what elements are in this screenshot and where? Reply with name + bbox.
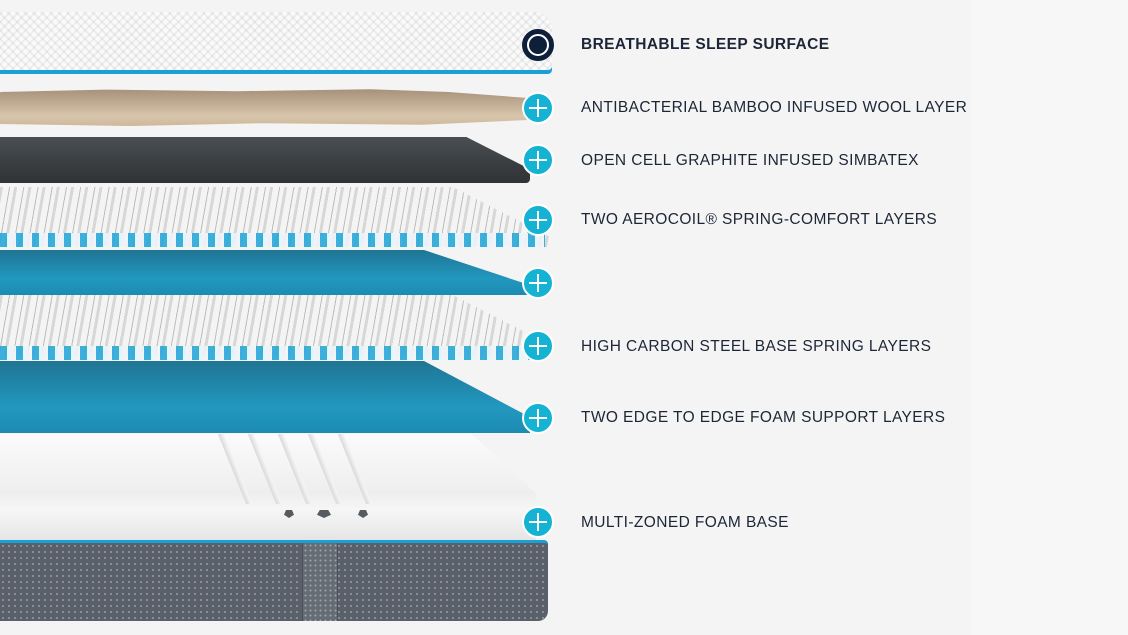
hotspot-breathable-sleep-surface[interactable]: [522, 29, 554, 61]
breathable-sleep-surface-layer: [0, 12, 552, 74]
bamboo-wool-layer: [0, 89, 528, 126]
zone-notch: [284, 510, 294, 518]
plus-icon: [529, 99, 547, 117]
page-background: [970, 0, 1128, 635]
steel-base-coils: [0, 346, 545, 360]
steel-base-spring-layer: [0, 295, 552, 355]
cover-handle-strap: [302, 543, 338, 621]
hotspot-edge-foam-support[interactable]: [522, 402, 554, 434]
layer-label-aerocoil-springs[interactable]: TWO AEROCOIL® SPRING-COMFORT LAYERS: [581, 211, 938, 228]
hotspot-steel-base-springs[interactable]: [522, 330, 554, 362]
layer-label-steel-base-springs[interactable]: HIGH CARBON STEEL BASE SPRING LAYERS: [581, 338, 932, 355]
layer-label-edge-foam-support[interactable]: TWO EDGE TO EDGE FOAM SUPPORT LAYERS: [581, 409, 946, 426]
edge-foam-support-layer: [0, 361, 530, 433]
active-circle-icon: [527, 34, 549, 56]
layer-label-bamboo-wool[interactable]: ANTIBACTERIAL BAMBOO INFUSED WOOL LAYER: [581, 99, 968, 116]
hotspot-multi-zoned-foam-base[interactable]: [522, 506, 554, 538]
layer-label-multi-zoned-foam-base[interactable]: MULTI-ZONED FOAM BASE: [581, 514, 789, 531]
plus-icon: [529, 151, 547, 169]
hotspot-bamboo-wool[interactable]: [522, 92, 554, 124]
mattress-cover: [0, 540, 548, 621]
zone-notch: [358, 510, 368, 518]
hotspot-foam-divider[interactable]: [522, 267, 554, 299]
hotspot-graphite-simbatex[interactable]: [522, 144, 554, 176]
multi-zoned-foam-base-layer: [0, 434, 536, 542]
graphite-simbatex-layer: [0, 137, 530, 183]
foam-divider-layer: [0, 250, 530, 295]
layer-label-graphite-simbatex[interactable]: OPEN CELL GRAPHITE INFUSED SIMBATEX: [581, 152, 919, 169]
hotspot-aerocoil-springs[interactable]: [522, 204, 554, 236]
plus-icon: [529, 513, 547, 531]
aerocoil-coils-top: [0, 233, 545, 247]
zone-notch: [317, 510, 331, 518]
plus-icon: [529, 274, 547, 292]
plus-icon: [529, 211, 547, 229]
layer-label-breathable-sleep-surface[interactable]: BREATHABLE SLEEP SURFACE: [581, 36, 830, 53]
plus-icon: [529, 337, 547, 355]
plus-icon: [529, 409, 547, 427]
